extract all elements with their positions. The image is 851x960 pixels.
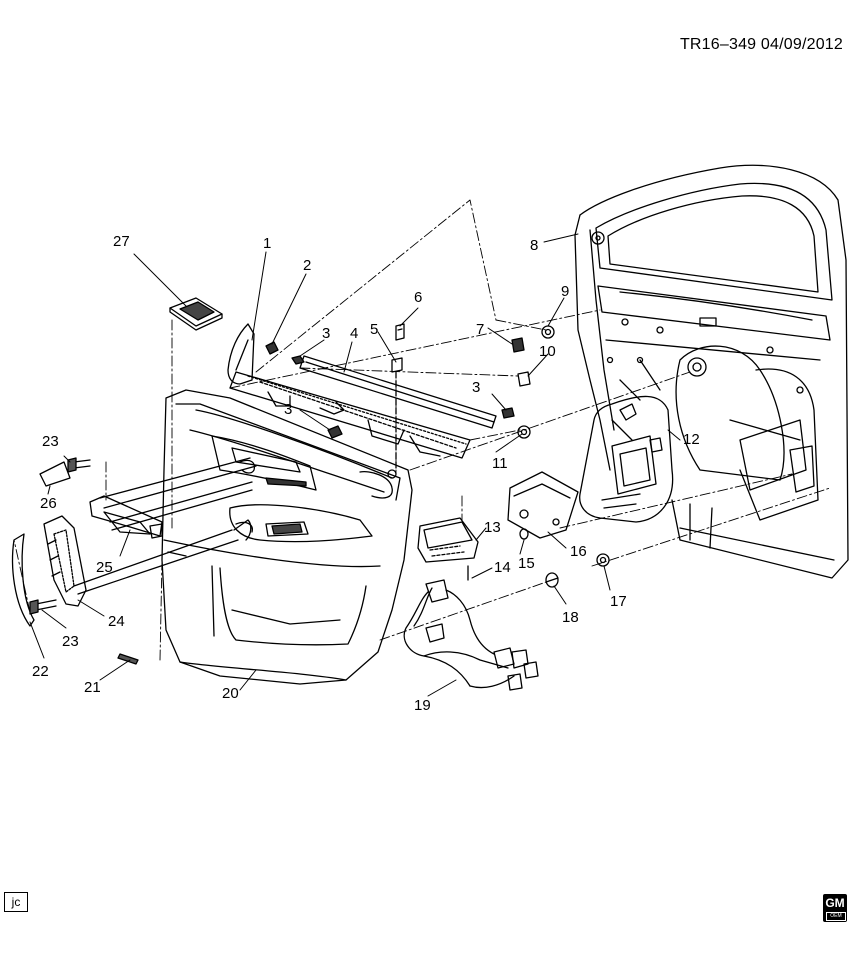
artist-initials: jc bbox=[4, 892, 28, 912]
screw-23-lower bbox=[29, 599, 57, 615]
gm-logo: GM OEM bbox=[823, 894, 847, 922]
callout-3: 3 bbox=[322, 325, 330, 342]
callout-13: 13 bbox=[484, 519, 501, 536]
screw-23-upper bbox=[67, 457, 91, 473]
speaker-module-16 bbox=[507, 471, 579, 539]
callout-15: 15 bbox=[518, 555, 535, 572]
leader-lines bbox=[13, 199, 831, 661]
callout-25: 25 bbox=[96, 559, 113, 576]
callout-labels: 1 2 3 3 3 4 5 6 7 8 9 10 11 12 13 14 15 … bbox=[32, 233, 700, 714]
door-frame-8 bbox=[574, 164, 849, 579]
callout-11: 11 bbox=[492, 455, 508, 472]
callout-leaders bbox=[29, 233, 681, 697]
screw-cap-26 bbox=[39, 461, 71, 487]
handle-bezel-22 bbox=[11, 533, 35, 627]
push-pin-21 bbox=[117, 653, 139, 665]
callout-12: 12 bbox=[683, 431, 700, 448]
inside-handle-25 bbox=[89, 495, 163, 539]
callout-9: 9 bbox=[561, 283, 569, 300]
callout-3: 3 bbox=[472, 379, 480, 396]
door-trim-panel-20 bbox=[161, 389, 413, 685]
diagram-code: TR16–349 04/09/2012 bbox=[679, 36, 843, 53]
callout-16: 16 bbox=[570, 543, 587, 560]
trim-bracket-1 bbox=[227, 323, 255, 385]
callout-26: 26 bbox=[40, 495, 57, 512]
callout-3: 3 bbox=[284, 401, 292, 418]
retainer-strip-4 bbox=[299, 355, 497, 429]
callout-21: 21 bbox=[84, 679, 101, 696]
clip-5 bbox=[391, 357, 403, 471]
fastener-3c bbox=[501, 407, 515, 419]
wiring-harness-19 bbox=[403, 579, 539, 691]
callout-6: 6 bbox=[414, 289, 422, 306]
handle-housing-24 bbox=[43, 515, 87, 607]
callout-24: 24 bbox=[108, 613, 125, 630]
callout-4: 4 bbox=[350, 325, 358, 342]
fastener-3a bbox=[291, 355, 305, 365]
callout-20: 20 bbox=[222, 685, 239, 702]
fastener-3b bbox=[327, 425, 343, 439]
gm-logo-sub: OEM bbox=[826, 912, 846, 921]
window-switch-27 bbox=[169, 297, 223, 331]
callout-8: 8 bbox=[530, 237, 538, 254]
callout-22: 22 bbox=[32, 663, 49, 680]
callout-23: 23 bbox=[42, 433, 59, 450]
water-deflector-12 bbox=[579, 395, 674, 523]
callout-23: 23 bbox=[62, 633, 79, 650]
callout-19: 19 bbox=[414, 697, 431, 714]
upper-trim-molding bbox=[229, 371, 471, 459]
switch-module-13 bbox=[417, 517, 479, 581]
callout-7: 7 bbox=[476, 321, 484, 338]
bolt-7 bbox=[511, 337, 525, 353]
fastener-2 bbox=[265, 341, 279, 355]
callout-2: 2 bbox=[303, 257, 311, 274]
callout-27: 27 bbox=[113, 233, 130, 250]
callout-14: 14 bbox=[494, 559, 511, 576]
callout-10: 10 bbox=[539, 343, 556, 360]
nut-9 bbox=[541, 325, 555, 339]
callout-1: 1 bbox=[263, 235, 271, 252]
nut-10 bbox=[517, 371, 531, 387]
callout-18: 18 bbox=[562, 609, 579, 626]
handle-rod bbox=[73, 457, 257, 595]
callout-17: 17 bbox=[610, 593, 627, 610]
callout-5: 5 bbox=[370, 321, 378, 338]
grommet-15 bbox=[519, 528, 529, 540]
gm-logo-text: GM bbox=[825, 896, 845, 910]
